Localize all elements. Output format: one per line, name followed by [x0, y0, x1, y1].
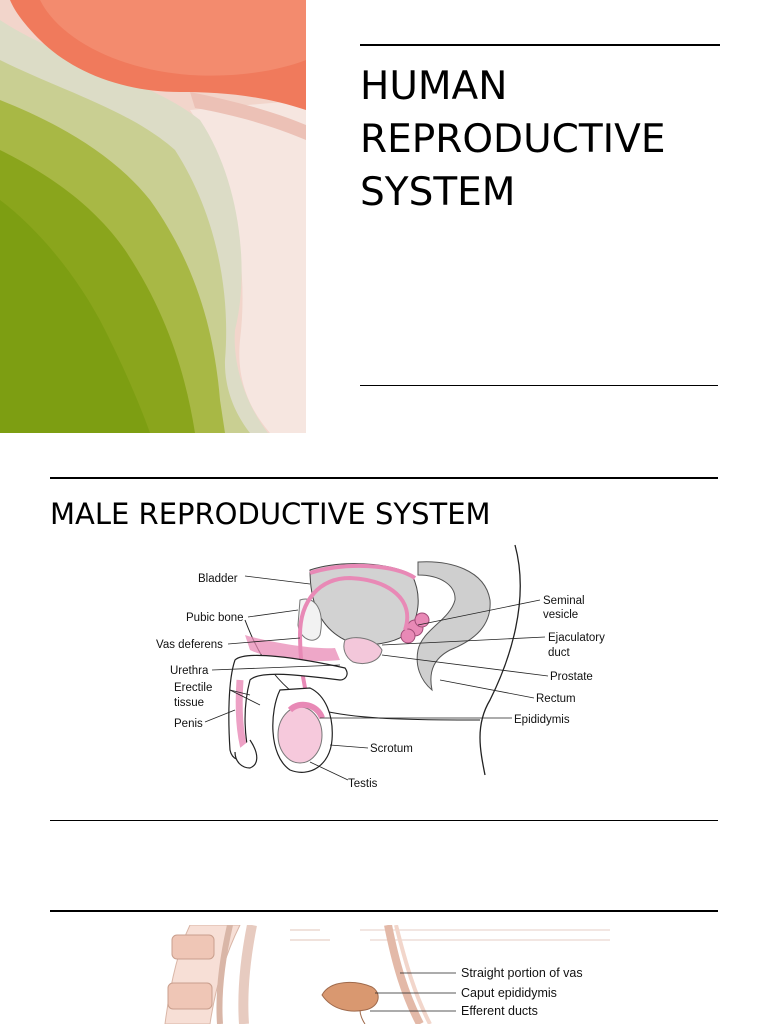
title-line-3: SYSTEM: [360, 170, 516, 215]
label-pubic-bone: Pubic bone: [186, 612, 244, 624]
label-scrotum: Scrotum: [370, 743, 413, 755]
label-bladder: Bladder: [198, 573, 238, 585]
male-anatomy-diagram: Bladder Pubic bone Vas deferens Urethra …: [150, 540, 620, 795]
male-anatomy-illustration: Bladder Pubic bone Vas deferens Urethra …: [156, 544, 605, 790]
label-caput-epididymis: Caput epididymis: [461, 986, 557, 1000]
label-erectile-1: Erectile: [174, 682, 212, 694]
title-line-2: REPRODUCTIVE: [360, 117, 666, 162]
label-ejaculatory-1: Ejaculatory: [548, 632, 605, 644]
testis-detail-illustration: Straight portion of vas Caput epididymis…: [160, 925, 620, 1024]
label-seminal-2: vesicle: [543, 609, 578, 621]
title-top-rule: [360, 44, 720, 46]
slide3-top-rule: [50, 910, 718, 912]
label-efferent-ducts: Efferent ducts: [461, 1004, 538, 1018]
title-line-1: HUMAN: [360, 64, 508, 109]
label-ejaculatory-2: duct: [548, 647, 571, 659]
abstract-wave-background: [0, 0, 306, 433]
section-bottom-rule: [50, 820, 718, 821]
label-erectile-2: tissue: [174, 697, 204, 709]
title-slide-artwork: [0, 0, 306, 433]
label-vas-deferens: Vas deferens: [156, 639, 223, 651]
testis-detail-diagram: Straight portion of vas Caput epididymis…: [160, 925, 620, 1024]
label-rectum: Rectum: [536, 693, 576, 705]
label-epididymis: Epididymis: [514, 714, 570, 726]
section-top-rule: [50, 477, 718, 479]
label-testis: Testis: [348, 778, 378, 790]
label-seminal-1: Seminal: [543, 595, 585, 607]
presentation-title: HUMAN REPRODUCTIVE SYSTEM: [360, 60, 740, 219]
title-bottom-rule: [360, 385, 718, 386]
label-straight-vas: Straight portion of vas: [461, 966, 583, 980]
label-urethra: Urethra: [170, 665, 209, 677]
section-title: MALE REPRODUCTIVE SYSTEM: [50, 497, 491, 531]
label-penis: Penis: [174, 718, 203, 730]
label-prostate: Prostate: [550, 671, 593, 683]
